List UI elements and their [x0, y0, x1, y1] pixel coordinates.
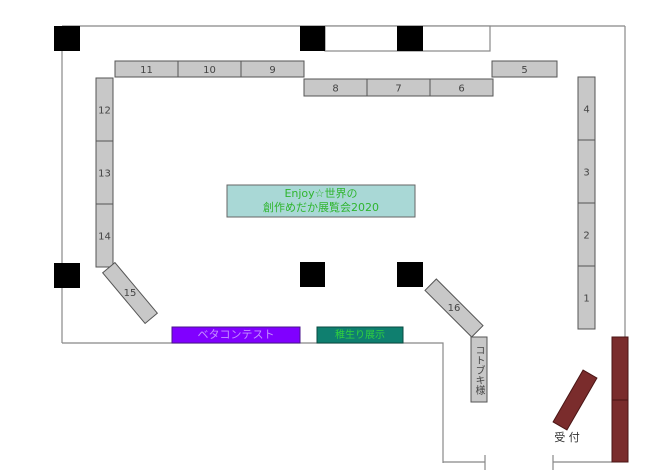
kotobuki-booth[interactable]: コトブキ様 — [470, 336, 488, 403]
booth-label: 3 — [583, 168, 589, 179]
beta-contest-label: ベタコンテスト — [198, 328, 275, 341]
booth-label: 12 — [98, 106, 111, 117]
pillar — [54, 26, 80, 51]
reception-desk — [552, 369, 598, 431]
title-line-2: 創作めだか展覧会2020 — [263, 200, 379, 214]
booth-13[interactable]: 13 — [95, 140, 114, 205]
pillars — [54, 26, 423, 288]
pillar — [397, 262, 423, 287]
booth-6[interactable]: 6 — [429, 78, 494, 97]
booth-label: 13 — [98, 169, 111, 180]
title-sign: Enjoy☆世界の 創作めだか展覧会2020 — [226, 184, 416, 218]
booth-4[interactable]: 4 — [577, 76, 596, 141]
booth-label: 8 — [332, 84, 338, 95]
booth-3[interactable]: 3 — [577, 139, 596, 204]
title-line-1: Enjoy☆世界の — [284, 187, 357, 200]
booth-8[interactable]: 8 — [303, 78, 368, 97]
pillar — [397, 26, 423, 51]
reception-area: 受 付 — [552, 336, 629, 463]
booth-14[interactable]: 14 — [95, 203, 114, 268]
kotobuki-label: コトブキ様 — [473, 345, 485, 395]
teal-display-area[interactable]: 稚生り展示 — [316, 326, 404, 344]
booth-2[interactable]: 2 — [577, 202, 596, 267]
teal-display-label: 稚生り展示 — [335, 328, 385, 341]
booth-1[interactable]: 1 — [577, 265, 596, 330]
booth-label: 5 — [521, 65, 527, 76]
booth-label: 10 — [203, 65, 216, 76]
booth-15[interactable]: 15 — [101, 261, 159, 325]
booth-label: 6 — [458, 84, 464, 95]
booth-12[interactable]: 12 — [95, 77, 114, 142]
booth-label: 4 — [583, 105, 589, 116]
pillar — [300, 262, 325, 287]
booth-label: 1 — [583, 294, 589, 305]
booth-16[interactable]: 16 — [424, 278, 484, 338]
booth-5[interactable]: 5 — [491, 60, 558, 78]
booth-label: 15 — [124, 288, 137, 299]
booth-label: 9 — [269, 65, 275, 76]
booth-7[interactable]: 7 — [366, 78, 431, 97]
booth-label: 2 — [583, 231, 589, 242]
pillar — [54, 263, 80, 288]
booth-label: 16 — [448, 303, 461, 314]
reception-label: 受 付 — [554, 431, 580, 444]
booth-label: 7 — [395, 84, 401, 95]
beta-contest-area[interactable]: ベタコンテスト — [171, 326, 301, 344]
booth-label: 14 — [98, 232, 111, 243]
booth-10[interactable]: 10 — [177, 60, 242, 78]
booth-11[interactable]: 11 — [114, 60, 179, 78]
pillar — [300, 26, 325, 51]
booth-label: 11 — [140, 65, 153, 76]
booth-9[interactable]: 9 — [240, 60, 305, 78]
